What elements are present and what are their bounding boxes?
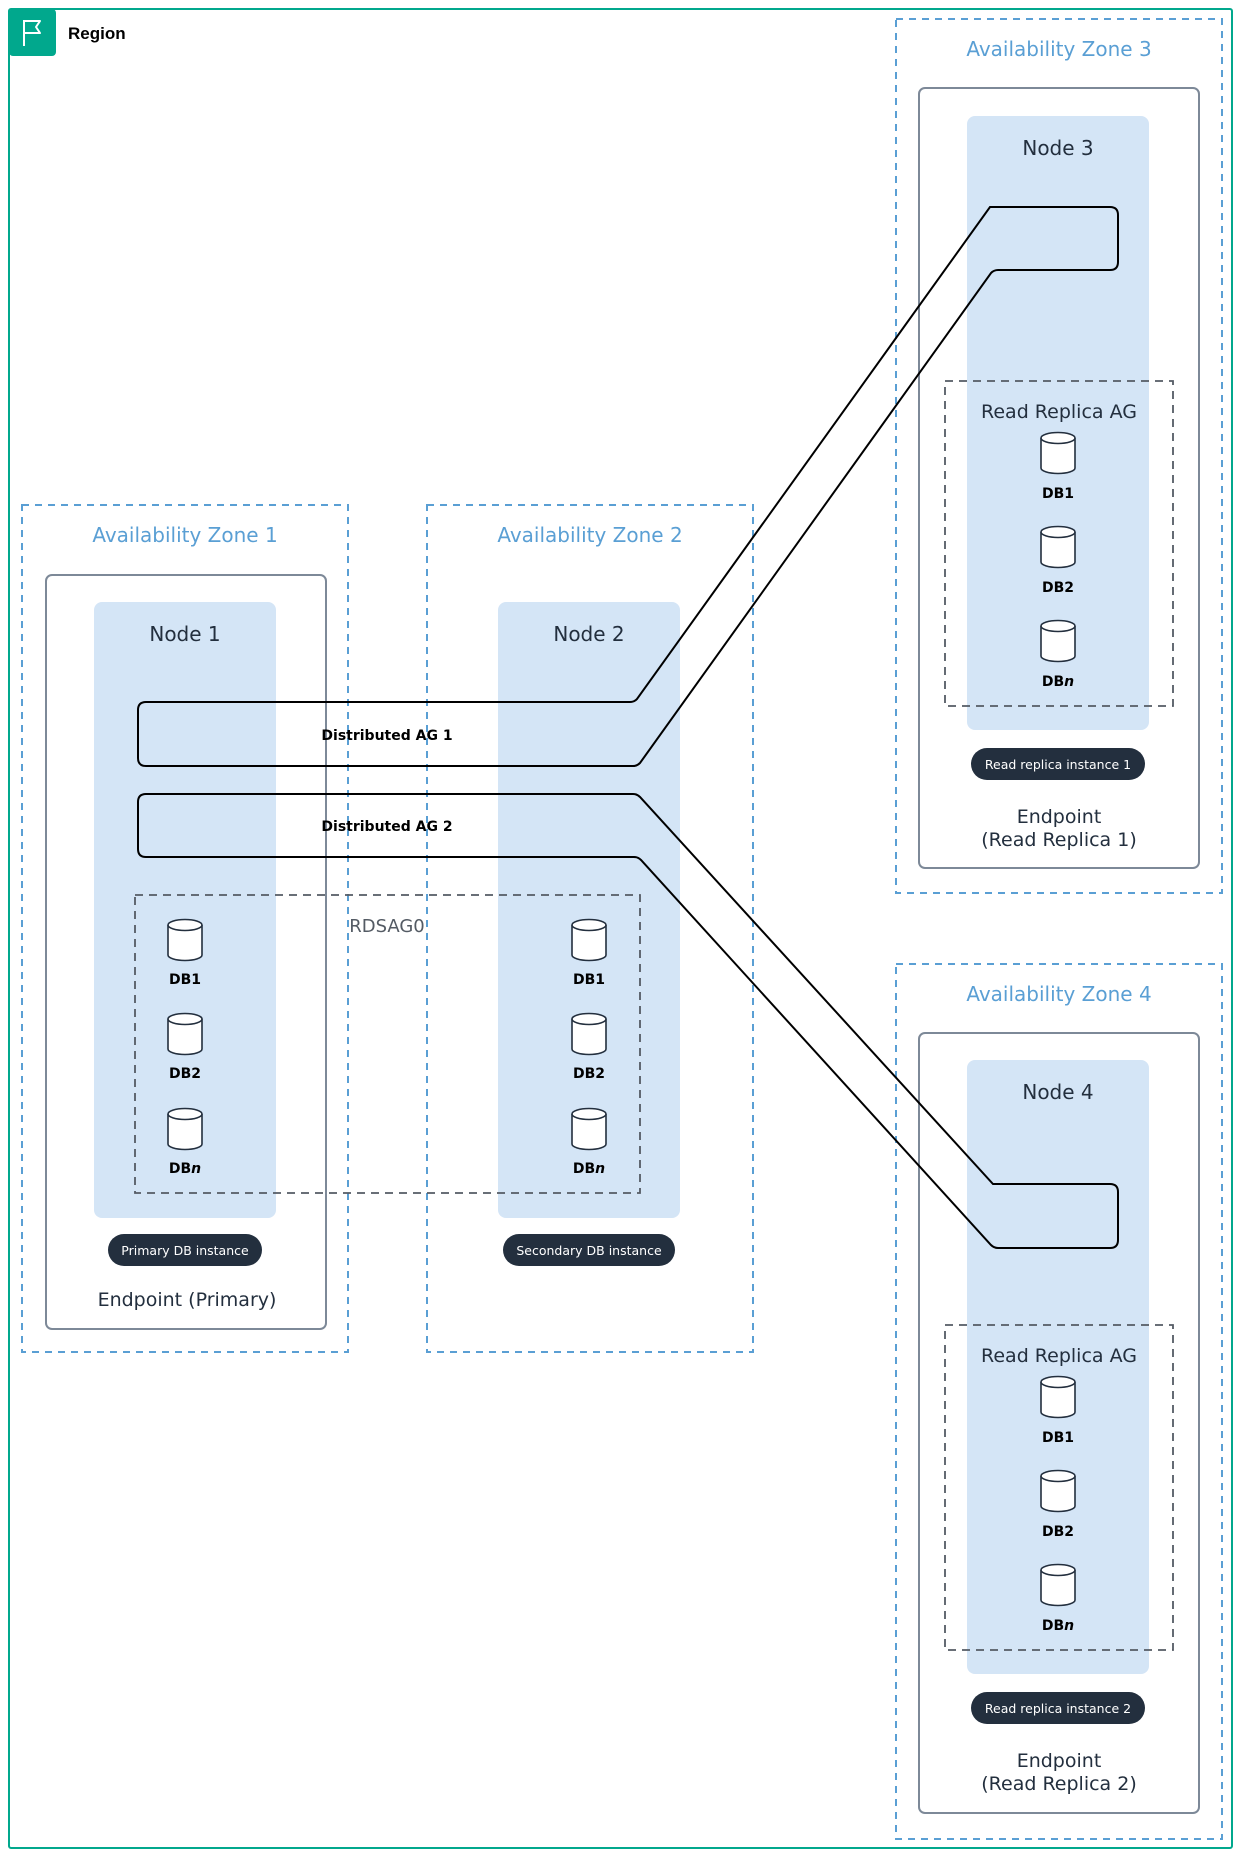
db2-icon [167,1012,203,1056]
db2-label: DB2 [573,1066,605,1082]
db1-label: DB1 [1042,1430,1074,1446]
endpoint-replica1-sublabel: (Read Replica 1) [981,829,1136,851]
db2-label: DB2 [1042,1524,1074,1540]
flag-icon [9,9,56,56]
primary-instance-label: Primary DB instance [121,1243,249,1258]
az4-label: Availability Zone 4 [966,982,1151,1006]
read-replica-ag-az3-label: Read Replica AG [981,401,1137,423]
az3-label: Availability Zone 3 [966,37,1151,61]
db1-icon [1040,431,1076,475]
dbn-icon [571,1107,607,1151]
node1-label: Node 1 [149,622,220,646]
replica1-instance-badge: Read replica instance 1 [971,748,1145,780]
replica2-instance-badge: Read replica instance 2 [971,1692,1145,1724]
read-replica-ag-az3-boundary [944,380,1174,707]
az1-boundary [21,504,349,1353]
read-replica-ag-az4-boundary [944,1324,1174,1651]
rdsag-boundary [134,894,641,1194]
region-label: Region [68,24,126,43]
dbn-label: DBn [1042,1618,1074,1634]
db1-label: DB1 [573,972,605,988]
node4-label: Node 4 [1022,1080,1093,1104]
db1-label: DB1 [169,972,201,988]
dbn-icon [1040,1563,1076,1607]
rdsag-label: RDSAG0 [349,916,425,937]
endpoint-replica1-label: Endpoint [1017,806,1102,828]
dbn-label: DBn [573,1161,605,1177]
az1-label: Availability Zone 1 [92,523,277,547]
db2-icon [571,1012,607,1056]
replica2-instance-label: Read replica instance 2 [985,1701,1131,1716]
node4-background [967,1060,1149,1674]
dbn-label: DBn [169,1161,201,1177]
az2-boundary [426,504,754,1353]
secondary-instance-badge: Secondary DB instance [503,1234,675,1266]
db2-icon [1040,1469,1076,1513]
dbn-icon [1040,619,1076,663]
primary-instance-box [45,574,327,1330]
replica1-instance-box [918,87,1200,869]
node2-label: Node 2 [553,622,624,646]
distributed-ag-1-connector [137,206,1119,767]
region-boundary [8,8,1233,1849]
az2-label: Availability Zone 2 [497,523,682,547]
db1-icon [167,918,203,962]
secondary-instance-label: Secondary DB instance [516,1243,662,1258]
node3-label: Node 3 [1022,136,1093,160]
endpoint-primary-label: Endpoint (Primary) [98,1289,277,1311]
node2-background [498,602,680,1218]
node1-background [94,602,276,1218]
db2-label: DB2 [1042,580,1074,596]
az4-boundary [895,963,1223,1840]
db1-icon [1040,1375,1076,1419]
distributed-ag-1-label: Distributed AG 1 [321,728,452,744]
db2-label: DB2 [169,1066,201,1082]
endpoint-replica2-sublabel: (Read Replica 2) [981,1773,1136,1795]
endpoint-replica2-label: Endpoint [1017,1750,1102,1772]
primary-instance-badge: Primary DB instance [108,1234,262,1266]
replica2-instance-box [918,1032,1200,1814]
distributed-ag-2-label: Distributed AG 2 [321,819,452,835]
replica1-instance-label: Read replica instance 1 [985,757,1131,772]
distributed-ag-2-connector [137,793,1119,1249]
db1-label: DB1 [1042,486,1074,502]
db1-icon [571,918,607,962]
dbn-icon [167,1107,203,1151]
read-replica-ag-az4-label: Read Replica AG [981,1345,1137,1367]
az3-boundary [895,18,1223,894]
db2-icon [1040,525,1076,569]
dbn-label: DBn [1042,674,1074,690]
